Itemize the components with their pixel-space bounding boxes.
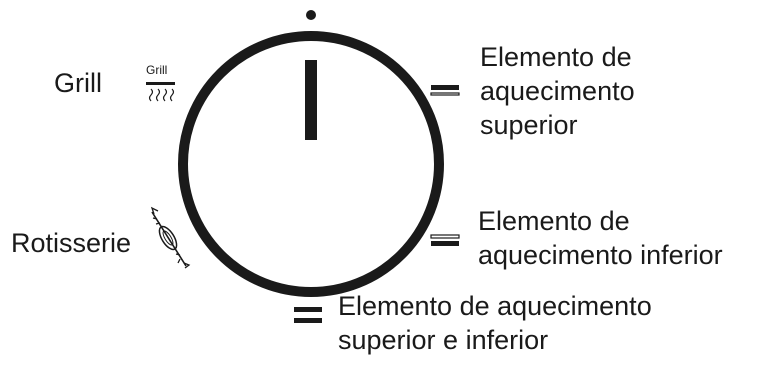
- rotisserie-label: Rotisserie: [11, 226, 131, 260]
- grill-icon-element: [146, 82, 175, 85]
- grill-icon: Grill: [146, 63, 175, 102]
- upper-element-label-line-1: Elemento de: [480, 42, 632, 72]
- grill-icon-text: Grill: [146, 63, 167, 77]
- lower-element-label-line-2: aquecimento inferior: [478, 240, 723, 270]
- both-elements-label: Elemento de aquecimento superior e infer…: [338, 289, 652, 357]
- dial-knob[interactable]: [178, 31, 444, 297]
- dial-pointer: [305, 60, 317, 140]
- upper-heating-element-icon: [430, 85, 460, 96]
- upper-lower-heating-elements-icon: [294, 307, 322, 323]
- rotisserie-label-text: Rotisserie: [11, 228, 132, 258]
- upper-element-label-line-2: aquecimento: [480, 76, 635, 106]
- top-marker-dot: [306, 10, 316, 20]
- upper-element-label: Elemento de aquecimento superior: [480, 40, 635, 142]
- lower-element-label: Elemento de aquecimento inferior: [478, 204, 723, 272]
- grill-label: Grill: [54, 66, 102, 100]
- rotisserie-spit-icon: [150, 206, 191, 269]
- lower-element-label-line-1: Elemento de: [478, 206, 630, 236]
- grill-label-text: Grill: [54, 68, 102, 98]
- both-elements-label-line-2: superior e inferior: [338, 325, 549, 355]
- both-elements-label-line-1: Elemento de aquecimento: [338, 291, 652, 321]
- grill-icon-heat-waves: [148, 88, 175, 102]
- lower-heating-element-icon: [430, 234, 460, 246]
- upper-element-label-line-3: superior: [480, 110, 578, 140]
